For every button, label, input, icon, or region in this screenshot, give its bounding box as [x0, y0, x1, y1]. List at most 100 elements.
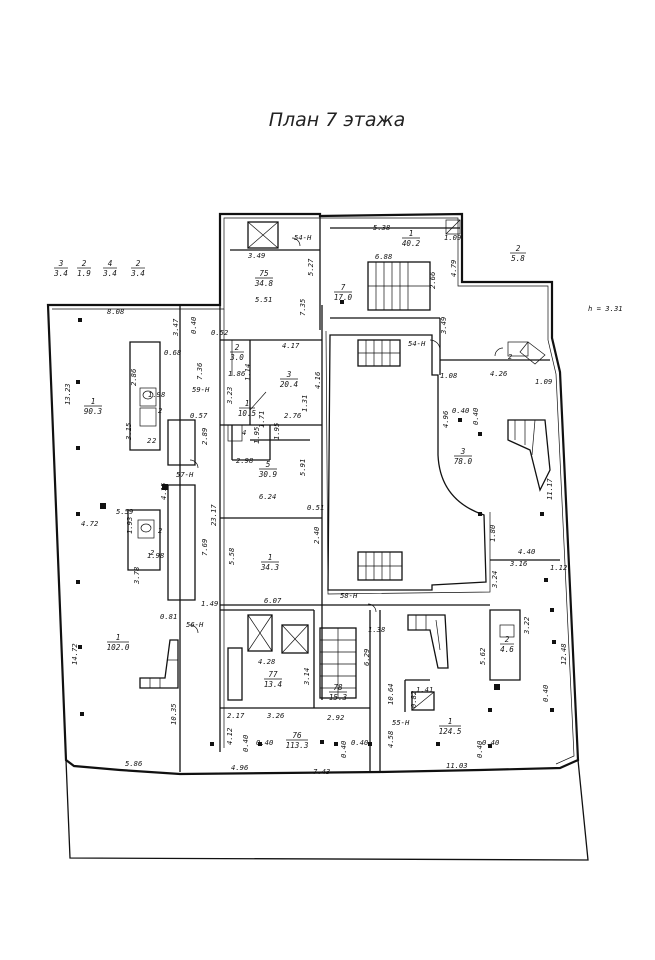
- dimension: 3.26: [266, 711, 284, 720]
- marker: 2: [147, 436, 151, 445]
- elevators: [227, 221, 435, 711]
- dimension: 0.68: [164, 348, 181, 357]
- plan-title: План 7 этажа: [269, 109, 406, 131]
- dimension: 6.88: [375, 252, 392, 261]
- dimension: 3.22: [522, 617, 531, 635]
- dimension: 0.40: [475, 741, 484, 758]
- dimension: 0.40: [241, 735, 250, 752]
- dimension: 0.40: [541, 685, 550, 702]
- dimension: 0.40: [256, 738, 273, 747]
- dimension: 1.41: [416, 685, 433, 694]
- dimension: 0.51: [307, 503, 324, 512]
- dimension: 1.09: [535, 377, 552, 386]
- dimension: 3.14: [302, 668, 311, 686]
- top-legend: 3 3.4 2 1.9 4 3.4 2 3.4: [53, 259, 145, 278]
- dimension: 1.09: [444, 233, 461, 242]
- legend-num: 2: [82, 259, 87, 268]
- svg-text:5.8: 5.8: [511, 254, 525, 263]
- svg-text:30.9: 30.9: [258, 470, 278, 479]
- dimension: 10.64: [386, 683, 395, 705]
- dimension: 2.89: [200, 428, 209, 445]
- dimension: 4.58: [386, 731, 395, 748]
- dimension: 0.52: [211, 328, 228, 337]
- dimension: 1.31: [300, 395, 309, 412]
- svg-text:102.0: 102.0: [107, 643, 130, 652]
- dimension: 1.98: [148, 390, 165, 399]
- dimension: 5.58: [227, 548, 236, 565]
- dimension: 1.95: [272, 423, 281, 440]
- marker: 2: [158, 526, 162, 535]
- svg-text:20.4: 20.4: [280, 380, 299, 389]
- dimension: 2.76: [284, 411, 301, 420]
- height-note: h = 3.31: [588, 304, 623, 313]
- marker: 4: [242, 428, 246, 437]
- dimension: 1.80: [488, 525, 497, 542]
- dimension: 23.17: [209, 504, 218, 526]
- dimension: 4.16: [313, 372, 322, 389]
- legend-num: 3: [58, 259, 64, 268]
- svg-text:76: 76: [292, 731, 302, 740]
- stair-top: [367, 261, 431, 311]
- room-label: 190.3: [84, 397, 103, 416]
- dimension: 0.40: [189, 317, 198, 334]
- dimension: 14.72: [70, 643, 79, 665]
- dimension: 7.36: [195, 363, 204, 380]
- svg-text:3: 3: [286, 370, 292, 379]
- room-label: 320.4: [280, 370, 299, 389]
- svg-text:124.5: 124.5: [439, 727, 462, 736]
- shaft-label: 54-Н: [408, 339, 426, 348]
- legend-den: 3.4: [53, 269, 68, 278]
- dimension: 4.96: [231, 763, 248, 772]
- svg-text:7: 7: [341, 283, 346, 292]
- svg-text:17.0: 17.0: [334, 293, 353, 302]
- dimension: 1.08: [440, 371, 457, 380]
- dimension: 5.86: [125, 759, 142, 768]
- columns: [76, 300, 556, 748]
- legend-den: 3.4: [102, 269, 117, 278]
- shaft-labels: 54-Н 54-Н 59-Н 57-Н 58-Н 56-Н 55-Н: [176, 233, 426, 727]
- svg-text:3: 3: [460, 447, 466, 456]
- dimension: 1.98: [147, 551, 164, 560]
- door-swings: [189, 237, 504, 634]
- shaft-label: 58-Н: [340, 591, 358, 600]
- dimension: 0.40: [482, 738, 499, 747]
- dimension: 4.15: [159, 483, 168, 500]
- marker: 2: [150, 548, 154, 557]
- dimension: 5.38: [373, 223, 390, 232]
- svg-text:1: 1: [409, 229, 414, 238]
- legend-num: 2: [136, 259, 141, 268]
- dimension: 12.48: [559, 643, 568, 665]
- dimension: 3.49: [439, 317, 448, 335]
- dimension: 6.24: [259, 492, 276, 501]
- dimension: 3.47: [171, 318, 180, 337]
- dimension: 7.69: [200, 539, 209, 556]
- room-label: 25.8: [510, 244, 526, 263]
- svg-text:15.3: 15.3: [329, 693, 348, 702]
- legend-den: 3.4: [130, 269, 145, 278]
- stairs: [139, 261, 551, 699]
- dimension: 5.27: [306, 258, 315, 276]
- dimension: 3.15: [124, 423, 133, 441]
- stair-core: [319, 627, 357, 699]
- walls: [46, 212, 589, 861]
- legend-den: 1.9: [77, 269, 91, 278]
- shaft-label: 59-Н: [192, 385, 210, 394]
- svg-text:3.0: 3.0: [229, 353, 244, 362]
- dimension: 3.78: [132, 567, 141, 585]
- dimension: 1.14: [243, 364, 252, 381]
- svg-text:2: 2: [505, 635, 510, 644]
- dimension: 1.86: [228, 369, 245, 378]
- stair-atrium-lower: [357, 551, 403, 581]
- dimension: 2.17: [227, 711, 245, 720]
- dimension: 6.29: [362, 649, 371, 666]
- dimension: 4.40: [518, 547, 535, 556]
- shaft-label: 54-Н: [294, 233, 312, 242]
- dimension: 4.12: [225, 728, 234, 745]
- room-label: 24.6: [500, 635, 514, 654]
